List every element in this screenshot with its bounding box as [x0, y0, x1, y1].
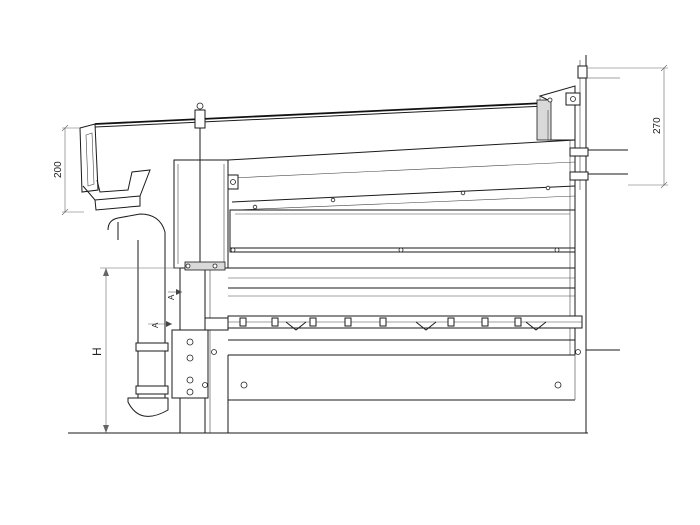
dimension-h — [100, 267, 180, 433]
front-box — [173, 102, 229, 269]
dimension-200-label: 200 — [53, 161, 64, 178]
dimension-left — [61, 124, 84, 216]
section-marker-lower — [148, 321, 172, 327]
wall — [577, 55, 588, 433]
top-bracket — [547, 92, 581, 140]
downpipe — [107, 213, 169, 417]
section-marker-upper — [168, 289, 182, 295]
dimension-h-label: H — [90, 347, 104, 356]
section-label-lower: A — [151, 322, 160, 328]
lower-panel — [227, 355, 576, 433]
section-label-upper: A — [167, 294, 176, 300]
cassette — [227, 139, 576, 211]
roof-cover — [94, 85, 576, 141]
support-post — [171, 261, 229, 433]
dimension-270-label: 270 — [652, 117, 663, 134]
dimension-right — [586, 64, 668, 189]
horizontal-beam — [227, 315, 583, 356]
wall-anchors — [569, 77, 628, 351]
gutter — [79, 123, 151, 211]
